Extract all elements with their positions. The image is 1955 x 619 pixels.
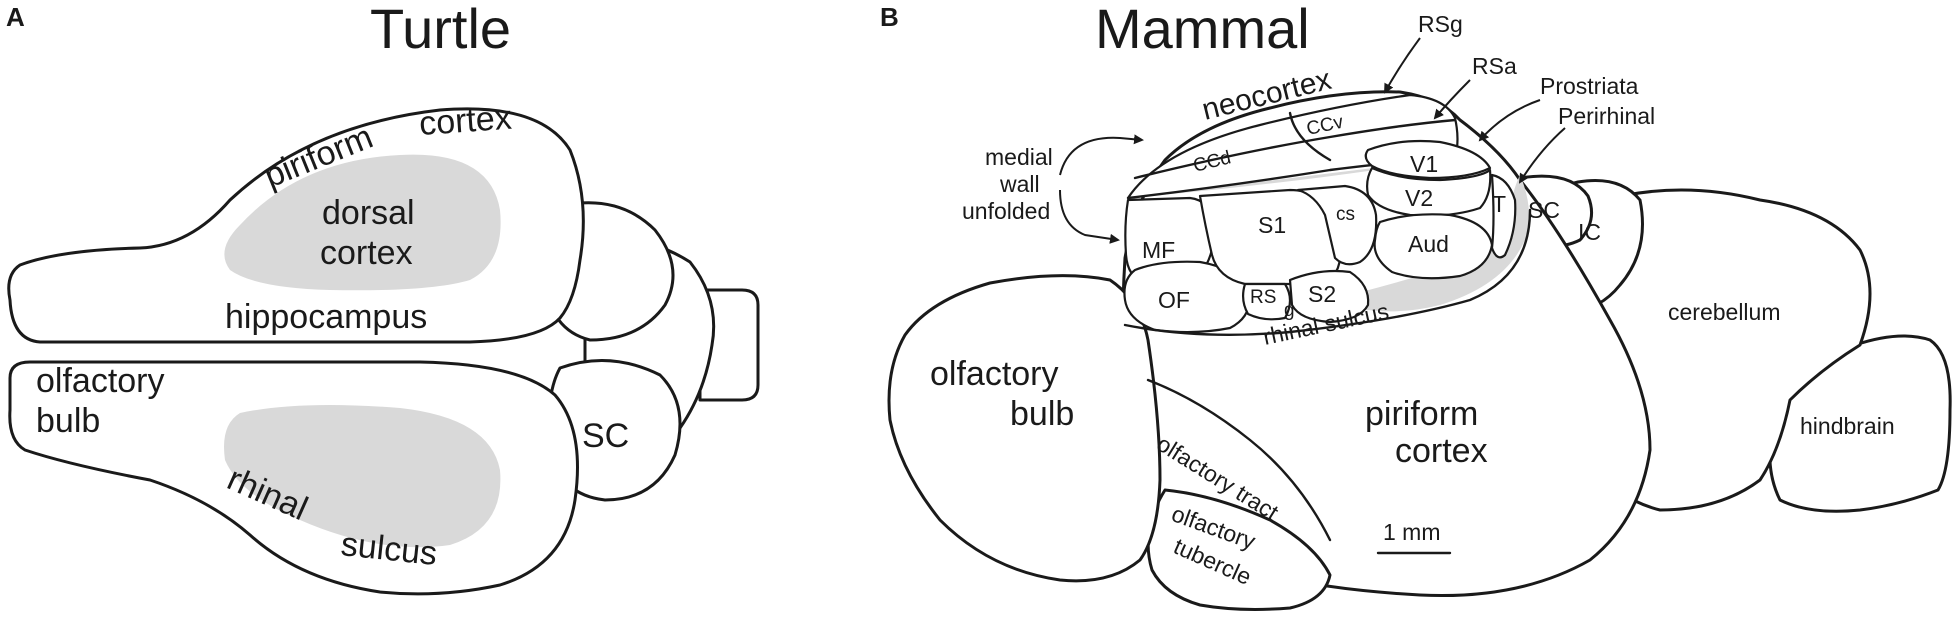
turtle-lower-cortex-shading	[224, 404, 501, 548]
medial-wall-outline	[1127, 93, 1459, 199]
olfactory-tubercle-region	[1146, 488, 1332, 611]
lateral-band-shading	[1330, 175, 1529, 312]
label-perirhinal: Perirhinal	[1558, 103, 1655, 129]
label-olfactory-mammal: olfactory	[930, 355, 1059, 393]
scale-bar-label: 1 mm	[1383, 519, 1441, 545]
area-aud	[1373, 213, 1494, 280]
label-of: OF	[1158, 287, 1190, 313]
label-rsa: RSa	[1472, 53, 1517, 79]
label-cerebellum: cerebellum	[1668, 299, 1781, 325]
label-s2: S2	[1308, 281, 1336, 307]
arrow-perirhinal	[1518, 127, 1566, 184]
label-dorsal: dorsal	[322, 194, 415, 232]
panel-a-letter: A	[6, 2, 25, 32]
medial-wall-cut	[1288, 111, 1332, 162]
label-v2: V2	[1405, 185, 1433, 211]
label-medial: medial	[985, 144, 1053, 170]
area-of	[1123, 260, 1251, 334]
label-cortex-top: cortex	[418, 99, 513, 143]
arrow-prostriata	[1478, 99, 1541, 142]
label-piriform-mammal: piriform	[1365, 395, 1478, 433]
panel-b: B Mammal	[880, 0, 1952, 611]
label-prostriata: Prostriata	[1540, 73, 1639, 99]
arrow-medial-lower	[1059, 189, 1120, 244]
label-bulb: bulb	[36, 402, 100, 440]
arrow-rsg	[1384, 37, 1421, 94]
label-wall: wall	[999, 171, 1040, 197]
area-v2	[1366, 166, 1492, 217]
label-t: T	[1492, 191, 1506, 217]
label-bulb-mammal: bulb	[1010, 395, 1074, 433]
area-cs	[1296, 184, 1378, 266]
label-mf: MF	[1142, 237, 1175, 263]
area-t	[1490, 173, 1517, 259]
olfactory-tract-line	[1146, 378, 1332, 542]
label-v1: V1	[1410, 151, 1438, 177]
label-rs: RS	[1250, 287, 1276, 308]
label-cs: cs	[1336, 204, 1355, 225]
label-hippocampus: hippocampus	[225, 298, 427, 336]
label-dorsal-cortex: cortex	[320, 234, 413, 272]
arrow-medial-upper	[1059, 134, 1144, 176]
label-sc-mammal: SC	[1528, 197, 1560, 223]
ccv-ccd-divider	[1133, 118, 1457, 180]
label-olfactory: olfactory	[36, 362, 165, 400]
olfactory-bulb-region	[887, 274, 1162, 583]
label-rsg: RSg	[1418, 11, 1463, 37]
label-sc: SC	[582, 417, 629, 455]
label-unfolded: unfolded	[962, 198, 1050, 224]
panel-a: A Turtle piriform cortex dorsal cortex h…	[6, 0, 760, 596]
turtle-dorsal-cortex-shading	[224, 154, 501, 291]
area-v1	[1364, 139, 1492, 180]
panel-a-title: Turtle	[370, 0, 511, 60]
label-g: g	[1284, 300, 1295, 321]
label-aud: Aud	[1408, 231, 1449, 257]
label-cortex-mammal: cortex	[1395, 432, 1488, 470]
area-rs	[1241, 282, 1292, 321]
panel-b-letter: B	[880, 2, 899, 32]
label-s1: S1	[1258, 212, 1286, 238]
label-ic: IC	[1578, 219, 1601, 245]
cortex-lower-boundary	[1123, 208, 1532, 336]
label-hindbrain: hindbrain	[1800, 413, 1895, 439]
panel-b-title: Mammal	[1095, 0, 1310, 60]
area-s2	[1288, 269, 1370, 324]
arrow-rsa	[1433, 79, 1471, 120]
